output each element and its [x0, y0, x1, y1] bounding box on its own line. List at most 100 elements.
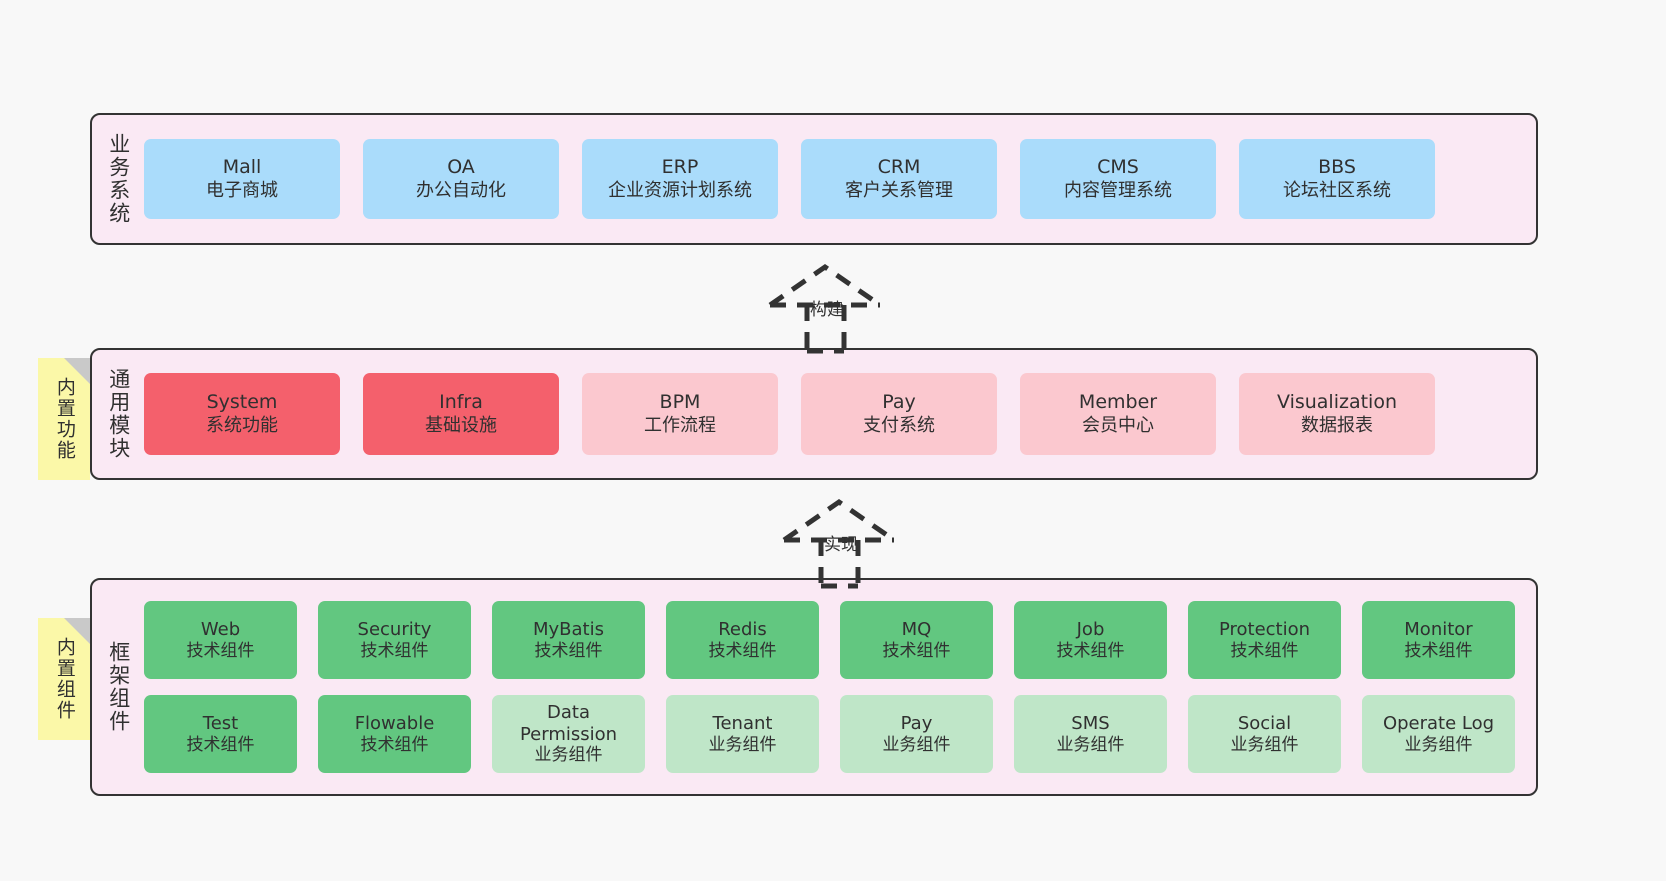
- box-title-cn: 系统功能: [206, 414, 278, 436]
- generic-modules-row: System 系统功能 Infra 基础设施 BPM 工作流程 Pay 支付系统…: [144, 373, 1522, 455]
- layer-body-business: Mall 电子商城 OA 办公自动化 ERP 企业资源计划系统 CRM 客户关系…: [144, 115, 1536, 243]
- connector-build-label: 构建: [810, 300, 844, 320]
- note-fold-corner-icon: [64, 618, 90, 644]
- box-sms[interactable]: SMS 业务组件: [1014, 695, 1167, 773]
- box-title-cn: 内容管理系统: [1064, 179, 1172, 201]
- box-pay-module[interactable]: Pay 支付系统: [801, 373, 997, 455]
- box-title-cn: 支付系统: [863, 414, 935, 436]
- connector-build: 构建: [752, 255, 932, 355]
- box-job[interactable]: Job 技术组件: [1014, 601, 1167, 679]
- box-title-cn: 业务组件: [882, 734, 951, 755]
- box-test[interactable]: Test 技术组件: [144, 695, 297, 773]
- box-title-en: Infra: [439, 391, 483, 414]
- box-title-en: SMS: [1071, 712, 1110, 734]
- box-title-cn: 技术组件: [360, 640, 429, 661]
- box-title-en: Visualization: [1276, 391, 1397, 414]
- box-title-en: MyBatis: [533, 618, 604, 640]
- box-title-cn: 业务组件: [708, 734, 777, 755]
- box-protection[interactable]: Protection 技术组件: [1188, 601, 1341, 679]
- box-web[interactable]: Web 技术组件: [144, 601, 297, 679]
- box-data-permission[interactable]: Data Permission 业务组件: [492, 695, 645, 773]
- box-title-cn: 技术组件: [1404, 640, 1473, 661]
- box-pay-component[interactable]: Pay 业务组件: [840, 695, 993, 773]
- framework-row-business: Test 技术组件 Flowable 技术组件 Data Permission …: [144, 695, 1522, 773]
- box-title-en: OA: [447, 156, 475, 179]
- box-redis[interactable]: Redis 技术组件: [666, 601, 819, 679]
- box-title-en: Operate Log: [1382, 712, 1495, 734]
- box-operate-log[interactable]: Operate Log 业务组件: [1362, 695, 1515, 773]
- business-systems-row: Mall 电子商城 OA 办公自动化 ERP 企业资源计划系统 CRM 客户关系…: [144, 139, 1522, 219]
- box-title-en: Monitor: [1404, 618, 1473, 640]
- box-mall[interactable]: Mall 电子商城: [144, 139, 340, 219]
- box-title-en: Mall: [222, 156, 262, 179]
- box-title-cn: 技术组件: [186, 734, 255, 755]
- box-title-cn: 会员中心: [1082, 414, 1154, 436]
- box-mq[interactable]: MQ 技术组件: [840, 601, 993, 679]
- box-title-en: CMS: [1097, 156, 1139, 179]
- box-title-cn: 企业资源计划系统: [608, 179, 752, 201]
- box-title-en: ERP: [661, 156, 699, 179]
- box-infra[interactable]: Infra 基础设施: [363, 373, 559, 455]
- connector-implement-label: 实现: [824, 535, 858, 555]
- box-title-en: Protection: [1218, 618, 1311, 640]
- box-title-cn: 基础设施: [425, 414, 497, 436]
- layer-body-framework: Web 技术组件 Security 技术组件 MyBatis 技术组件 Redi…: [144, 580, 1536, 794]
- box-title-en: Security: [357, 618, 432, 640]
- layer-framework-components: 框架组件 Web 技术组件 Security 技术组件 MyBatis 技术组件…: [90, 578, 1538, 796]
- box-title-en: Web: [200, 618, 241, 640]
- box-crm[interactable]: CRM 客户关系管理: [801, 139, 997, 219]
- box-title-cn: 技术组件: [360, 734, 429, 755]
- connector-implement: 实现: [766, 490, 946, 590]
- box-title-cn: 业务组件: [1056, 734, 1125, 755]
- box-title-cn: 业务组件: [1404, 734, 1473, 755]
- box-social[interactable]: Social 业务组件: [1188, 695, 1341, 773]
- box-title-en: Redis: [718, 618, 767, 640]
- box-title-cn: 电子商城: [206, 179, 278, 201]
- box-title-en: Member: [1078, 391, 1158, 414]
- box-title-cn: 客户关系管理: [845, 179, 953, 201]
- box-title-en: Social: [1237, 712, 1292, 734]
- box-title-en: Test: [202, 712, 239, 734]
- box-title-en: Data Permission: [519, 702, 618, 745]
- box-title-cn: 业务组件: [534, 744, 603, 765]
- box-oa[interactable]: OA 办公自动化: [363, 139, 559, 219]
- box-title-cn: 数据报表: [1301, 414, 1373, 436]
- box-tenant[interactable]: Tenant 业务组件: [666, 695, 819, 773]
- connector-implement-icon: [782, 498, 896, 589]
- box-title-en: System: [206, 391, 278, 414]
- box-title-cn: 论坛社区系统: [1283, 179, 1391, 201]
- box-title-cn: 技术组件: [1056, 640, 1125, 661]
- box-bpm[interactable]: BPM 工作流程: [582, 373, 778, 455]
- box-visualization[interactable]: Visualization 数据报表: [1239, 373, 1435, 455]
- box-member[interactable]: Member 会员中心: [1020, 373, 1216, 455]
- box-title-cn: 工作流程: [644, 414, 716, 436]
- box-system[interactable]: System 系统功能: [144, 373, 340, 455]
- box-title-cn: 技术组件: [882, 640, 951, 661]
- connector-build-icon: [768, 263, 882, 354]
- box-title-en: Pay: [882, 391, 916, 414]
- box-bbs[interactable]: BBS 论坛社区系统: [1239, 139, 1435, 219]
- box-title-en: CRM: [877, 156, 921, 179]
- box-title-cn: 办公自动化: [416, 179, 506, 201]
- box-mybatis[interactable]: MyBatis 技术组件: [492, 601, 645, 679]
- note-label: 内置功能: [53, 377, 76, 461]
- box-title-en: Tenant: [712, 712, 773, 734]
- note-builtin-features: 内置功能: [38, 358, 90, 480]
- box-title-en: Pay: [900, 712, 933, 734]
- layer-label-modules: 通用模块: [106, 368, 131, 460]
- box-title-cn: 技术组件: [186, 640, 255, 661]
- box-erp[interactable]: ERP 企业资源计划系统: [582, 139, 778, 219]
- box-monitor[interactable]: Monitor 技术组件: [1362, 601, 1515, 679]
- note-fold-corner-icon: [64, 358, 90, 384]
- box-title-en: MQ: [901, 618, 932, 640]
- box-title-cn: 技术组件: [534, 640, 603, 661]
- box-title-cn: 技术组件: [708, 640, 777, 661]
- box-title-en: BPM: [659, 391, 701, 414]
- box-title-en: Job: [1076, 618, 1105, 640]
- box-flowable[interactable]: Flowable 技术组件: [318, 695, 471, 773]
- layer-label-framework: 框架组件: [106, 641, 131, 733]
- box-cms[interactable]: CMS 内容管理系统: [1020, 139, 1216, 219]
- box-security[interactable]: Security 技术组件: [318, 601, 471, 679]
- box-title-cn: 业务组件: [1230, 734, 1299, 755]
